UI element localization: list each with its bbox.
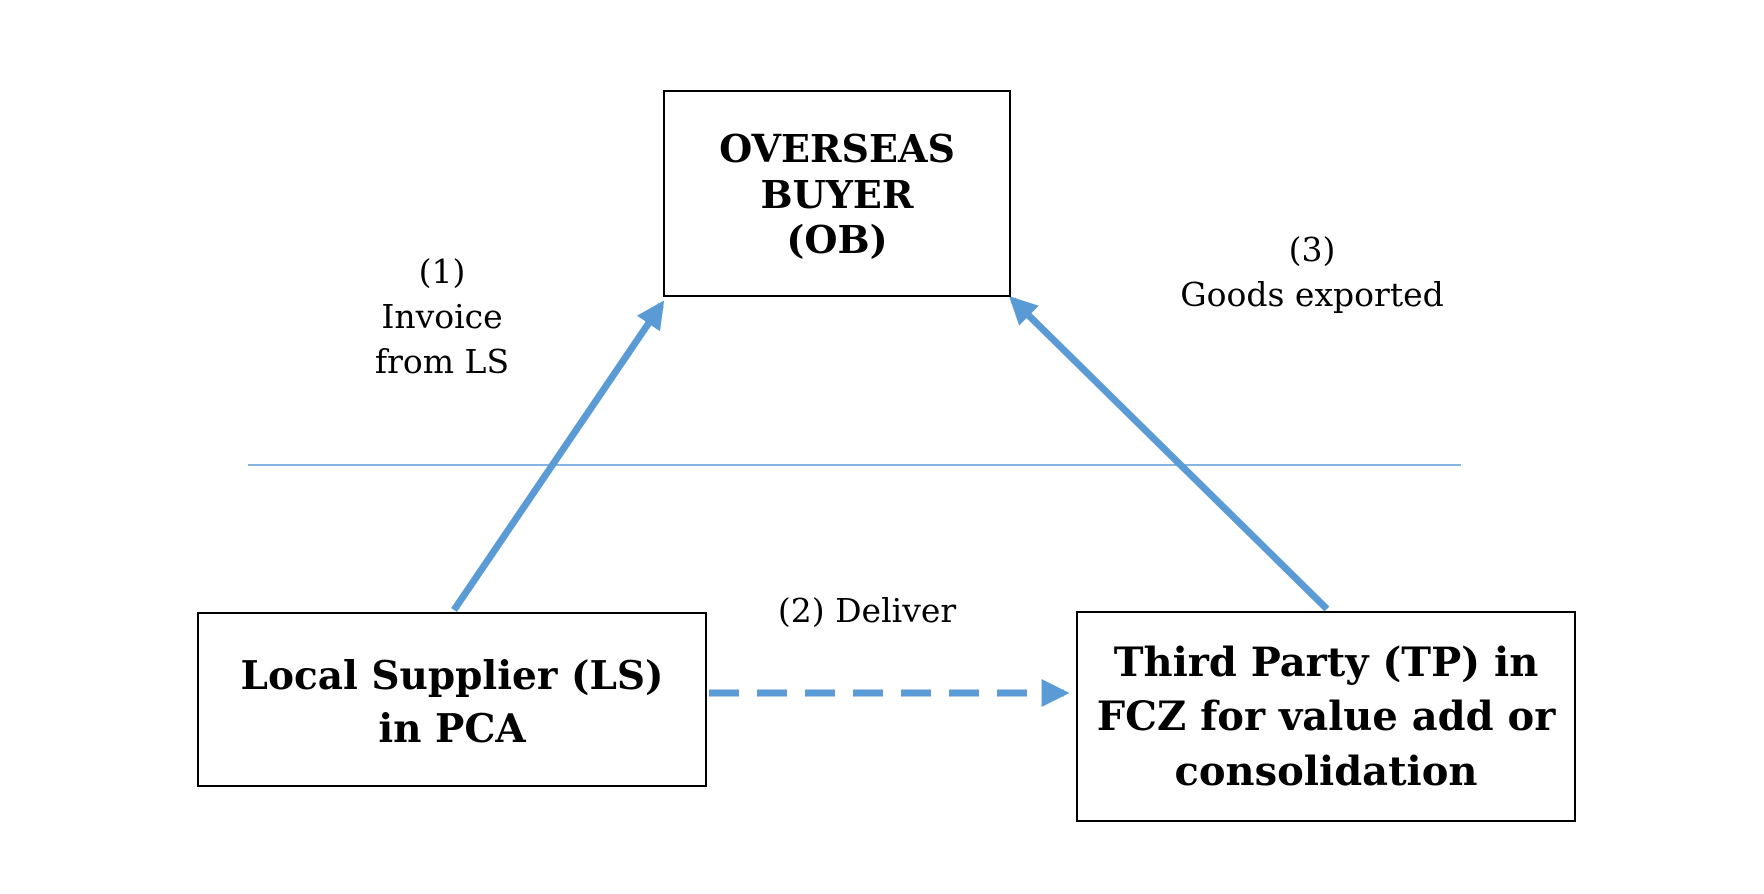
exported-label-text: Goods exported — [1180, 274, 1444, 314]
invoice-step-number: (1) — [418, 252, 466, 291]
deliver-text: Deliver — [835, 591, 957, 630]
overseas-buyer-box: OVERSEAS BUYER (OB) — [663, 90, 1011, 297]
third-party-line-3: consolidation — [1174, 747, 1478, 795]
invoice-flow-label: (1) Invoice from LS — [332, 250, 552, 385]
goods-exported-arrow — [1009, 296, 1330, 612]
third-party-line-1: Third Party (TP) in — [1113, 638, 1539, 686]
overseas-buyer-line-2: BUYER — [760, 171, 914, 217]
deliver-step-number: (2) — [777, 591, 825, 630]
invoice-label-line-1: Invoice — [381, 296, 503, 336]
exported-step-number: (3) — [1288, 230, 1336, 269]
invoice-label-line-2: from LS — [374, 341, 510, 381]
local-supplier-line-2: in PCA — [378, 705, 526, 752]
local-supplier-line-1: Local Supplier (LS) — [240, 653, 664, 700]
goods-exported-flow-label: (3) Goods exported — [1152, 228, 1472, 318]
overseas-buyer-line-3: (OB) — [786, 217, 888, 263]
third-party-box: Third Party (TP) in FCZ for value add or… — [1076, 611, 1576, 822]
third-party-line-2: FCZ for value add or — [1096, 693, 1556, 741]
deliver-label-text: (2) Deliver — [742, 589, 992, 634]
local-supplier-box: Local Supplier (LS) in PCA — [197, 612, 707, 787]
invoice-arrow — [451, 300, 665, 612]
overseas-buyer-line-1: OVERSEAS — [719, 126, 955, 172]
deliver-flow-label: (2) Deliver — [742, 589, 992, 634]
